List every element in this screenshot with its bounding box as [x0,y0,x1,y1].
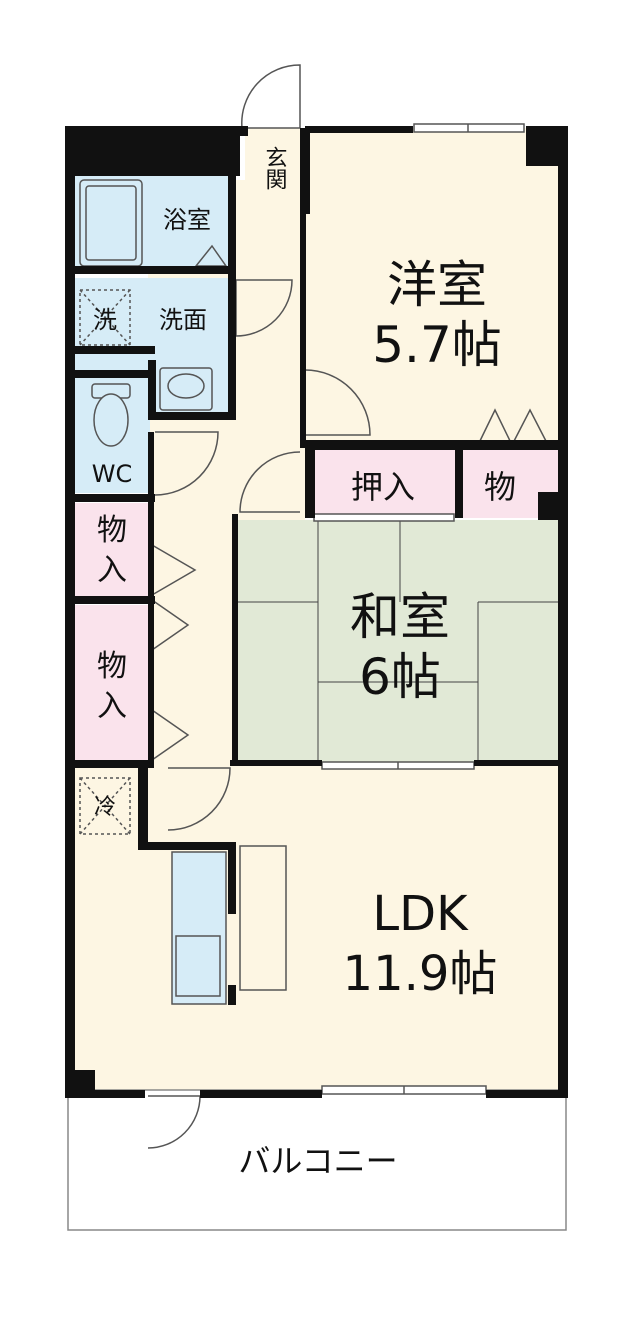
oshiire-label: 押入 [351,468,415,506]
western-room-floor [305,128,560,450]
ldk-name: LDK [372,886,469,942]
kitchen-sink [175,935,221,997]
walls [65,126,568,1098]
folding-doors [151,408,549,761]
ldk-size: 11.9帖 [343,946,498,1002]
ldk-floor [75,765,560,1090]
fixtures [79,179,287,1005]
japanese-room-name: 和室 [350,588,450,646]
kitchen-island [239,845,287,991]
fridge-label: 冷 [94,795,116,820]
washroom-label: 洗面 [159,306,207,334]
storage-a-floor [75,503,150,598]
storage-b-label-1: 物 [97,649,127,684]
bath-label: 浴室 [163,206,211,234]
storage-a-label-2: 入 [97,553,127,588]
genkan-floor [245,128,307,208]
mono-label: 物 [484,468,516,506]
door-swings [147,64,371,1149]
japanese-room-size: 6帖 [359,648,441,706]
genkan-label-1: 玄関 [262,146,287,190]
washer-label: 洗 [93,306,117,334]
bathtub-inner [85,185,137,261]
balcony-label: バルコニー [238,1142,397,1180]
washbasin-bowl [167,373,205,399]
balcony-floor [67,1089,567,1231]
fridge-space [79,777,131,835]
room-fills [67,128,567,1231]
tatami-floor [238,520,558,762]
room-labels: 玄関 浴室 洗 洗面 WC 物 入 物 入 冷 洋室 5.7帖 押入 物 和室 … [92,146,516,1180]
tatami-lines [238,520,558,762]
storage-b-label-2: 入 [97,689,127,724]
oshiire-floor [305,450,460,518]
western-room-name: 洋室 [387,256,487,314]
western-room-size: 5.7帖 [372,316,502,374]
toilet-bowl [93,393,129,447]
washer-space [79,289,131,346]
storage-a-label-1: 物 [97,513,127,548]
storage-b-floor [75,605,150,760]
toilet-label: WC [92,460,133,488]
